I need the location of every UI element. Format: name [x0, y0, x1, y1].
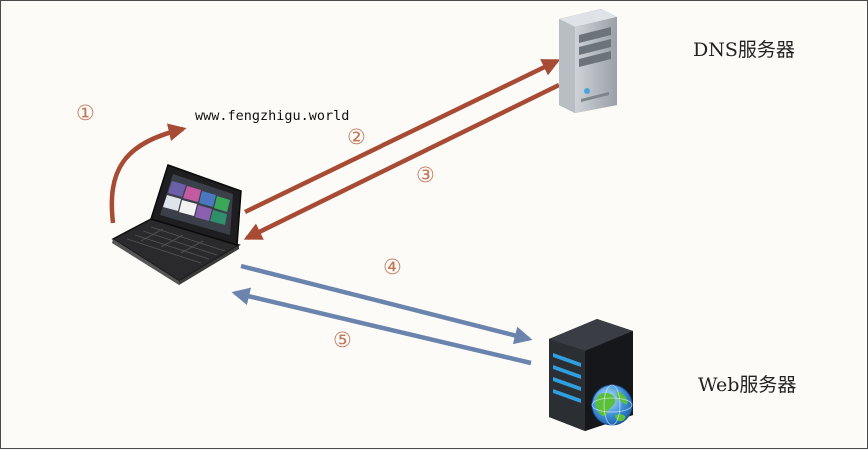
- dns-server-label: DNS服务器: [693, 39, 795, 61]
- globe-icon: [591, 384, 633, 426]
- arrow-step-4: [240, 263, 533, 345]
- step-3-number: ③: [416, 163, 435, 187]
- arrow-step-5: [231, 287, 532, 366]
- step-4-number: ④: [383, 255, 402, 279]
- dns-server-icon: [559, 9, 617, 113]
- step-1-number: ①: [76, 101, 95, 125]
- laptop-icon: [111, 164, 242, 285]
- step-5-number: ⑤: [333, 328, 352, 352]
- url-label: www.fengzhigu.world: [195, 108, 350, 124]
- arrow-step-1: [109, 123, 187, 224]
- arrow-step-2: [244, 58, 561, 215]
- web-server-label: Web服务器: [698, 374, 797, 396]
- step-2-number: ②: [347, 125, 366, 149]
- arrow-step-3: [243, 82, 560, 241]
